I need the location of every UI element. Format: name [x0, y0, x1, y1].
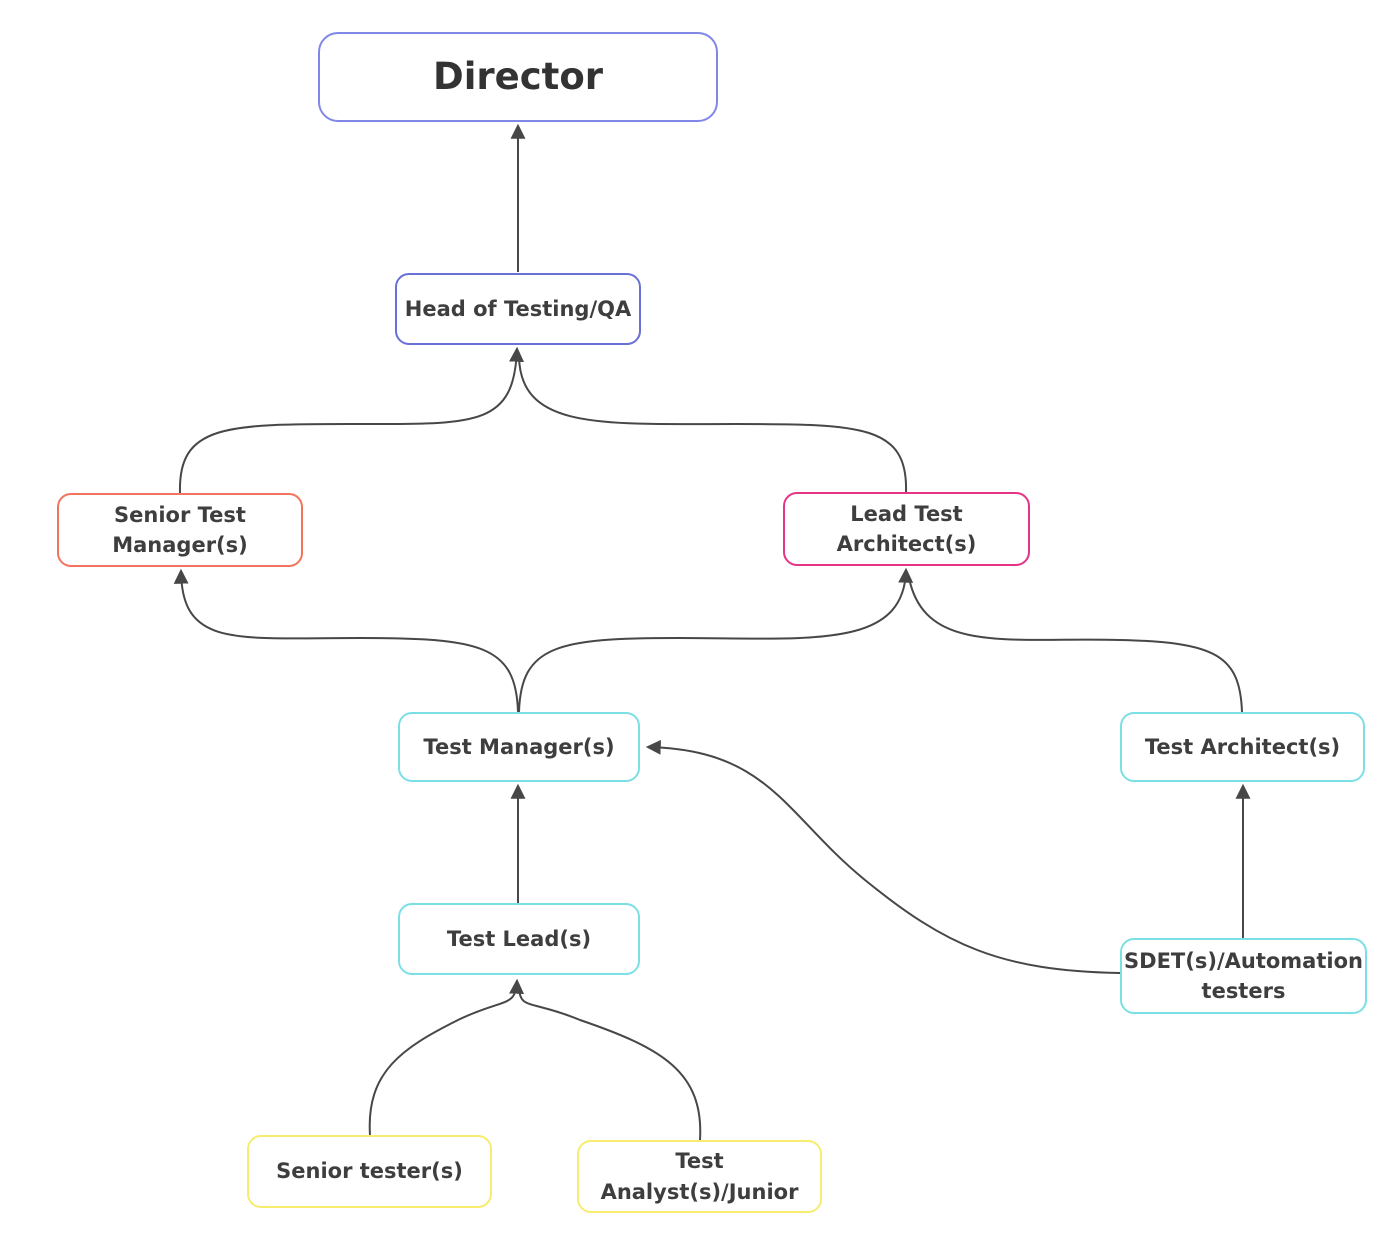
node-test-architect-label: Test Architect(s) — [1144, 734, 1341, 759]
node-head-of-testing-qa: Head of Testing/QA — [395, 273, 641, 345]
edge-lead-test-architect-to-head — [518, 356, 908, 493]
edge-senior-tester-to-test-lead — [368, 978, 525, 1136]
node-test-architect: Test Architect(s) — [1120, 712, 1365, 782]
edge-senior-test-manager-to-head — [178, 346, 525, 494]
node-lead-test-architect: Lead Test Architect(s) — [783, 492, 1030, 566]
node-senior-test-manager-label: Senior Test — [114, 502, 246, 527]
node-senior-test-manager: Senior Test Manager(s) — [57, 493, 303, 567]
node-test-manager: Test Manager(s) — [398, 712, 640, 782]
node-senior-tester: Senior tester(s) — [247, 1135, 492, 1208]
node-head-of-testing-qa-label: Head of Testing/QA — [404, 296, 632, 321]
node-sdet-automation-testers: SDET(s)/Automation testers — [1120, 938, 1367, 1014]
node-lead-test-architect-label: Lead Test — [850, 501, 963, 526]
node-director: Director — [318, 32, 718, 122]
edge-sdet-to-test-manager — [645, 739, 1121, 974]
node-senior-tester-label: Senior tester(s) — [276, 1159, 463, 1184]
node-test-lead: Test Lead(s) — [398, 903, 640, 975]
node-test-analyst-junior: Test Analyst(s)/Junior — [577, 1140, 822, 1213]
node-test-lead-label: Test Lead(s) — [446, 926, 592, 951]
edge-test-architect-to-lead-test-architect — [908, 577, 1243, 713]
edge-test-manager-to-lead-test-architect — [518, 567, 914, 713]
edge-test-manager-to-senior-test-manager — [173, 568, 519, 713]
node-test-manager-label: Test Manager(s) — [423, 734, 615, 759]
edge-test-analyst-to-test-lead — [518, 987, 702, 1141]
node-director-label: Director — [432, 55, 604, 99]
node-sdet-automation-testers-label: SDET(s)/Automation — [1124, 948, 1363, 973]
node-test-analyst-junior-label: Test — [675, 1149, 724, 1174]
